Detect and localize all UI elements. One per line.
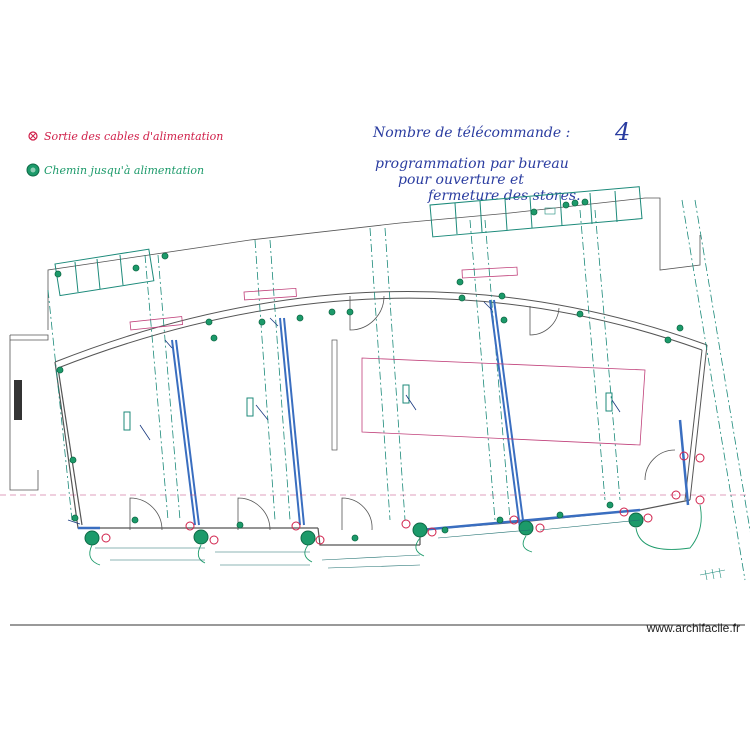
door-swings <box>129 295 676 531</box>
legend: Sortie des cables d'alimentation Chemin … <box>26 130 223 177</box>
office-outline <box>54 361 691 546</box>
axis-lines <box>47 199 750 581</box>
site-outline <box>9 197 701 491</box>
handwritten-notes: Nombre de télécommande : 4 programmation… <box>372 118 630 204</box>
programming-note-line1: programmation par bureau <box>375 156 569 172</box>
supply-path-legend-label: Chemin jusqu'à alimentation <box>44 164 204 177</box>
watermark: www.archifacile.fr <box>646 621 740 635</box>
supply-path-markers <box>54 198 684 542</box>
cable-exit-markers <box>101 451 705 545</box>
bottom-right-marks <box>699 567 726 581</box>
remote-count-value: 4 <box>614 118 630 146</box>
blind-boxes <box>129 266 518 331</box>
cable-exit-legend-icon <box>28 131 38 141</box>
desks <box>123 339 613 451</box>
supply-path-legend-icon <box>26 163 40 177</box>
supply-hub-markers <box>84 512 644 546</box>
meeting-table-outline <box>361 357 646 446</box>
curved-facade <box>54 291 708 501</box>
programming-note-line2: pour ouverture et <box>398 172 524 188</box>
remote-count-label: Nombre de télécommande : <box>372 125 570 141</box>
dimension-lines <box>95 519 641 569</box>
partitions <box>78 299 690 532</box>
cable-runs <box>89 504 702 566</box>
cable-exit-legend-label: Sortie des cables d'alimentation <box>44 130 223 143</box>
blind-rails <box>67 301 621 525</box>
programming-note-line3: fermeture des stores. <box>427 188 581 204</box>
